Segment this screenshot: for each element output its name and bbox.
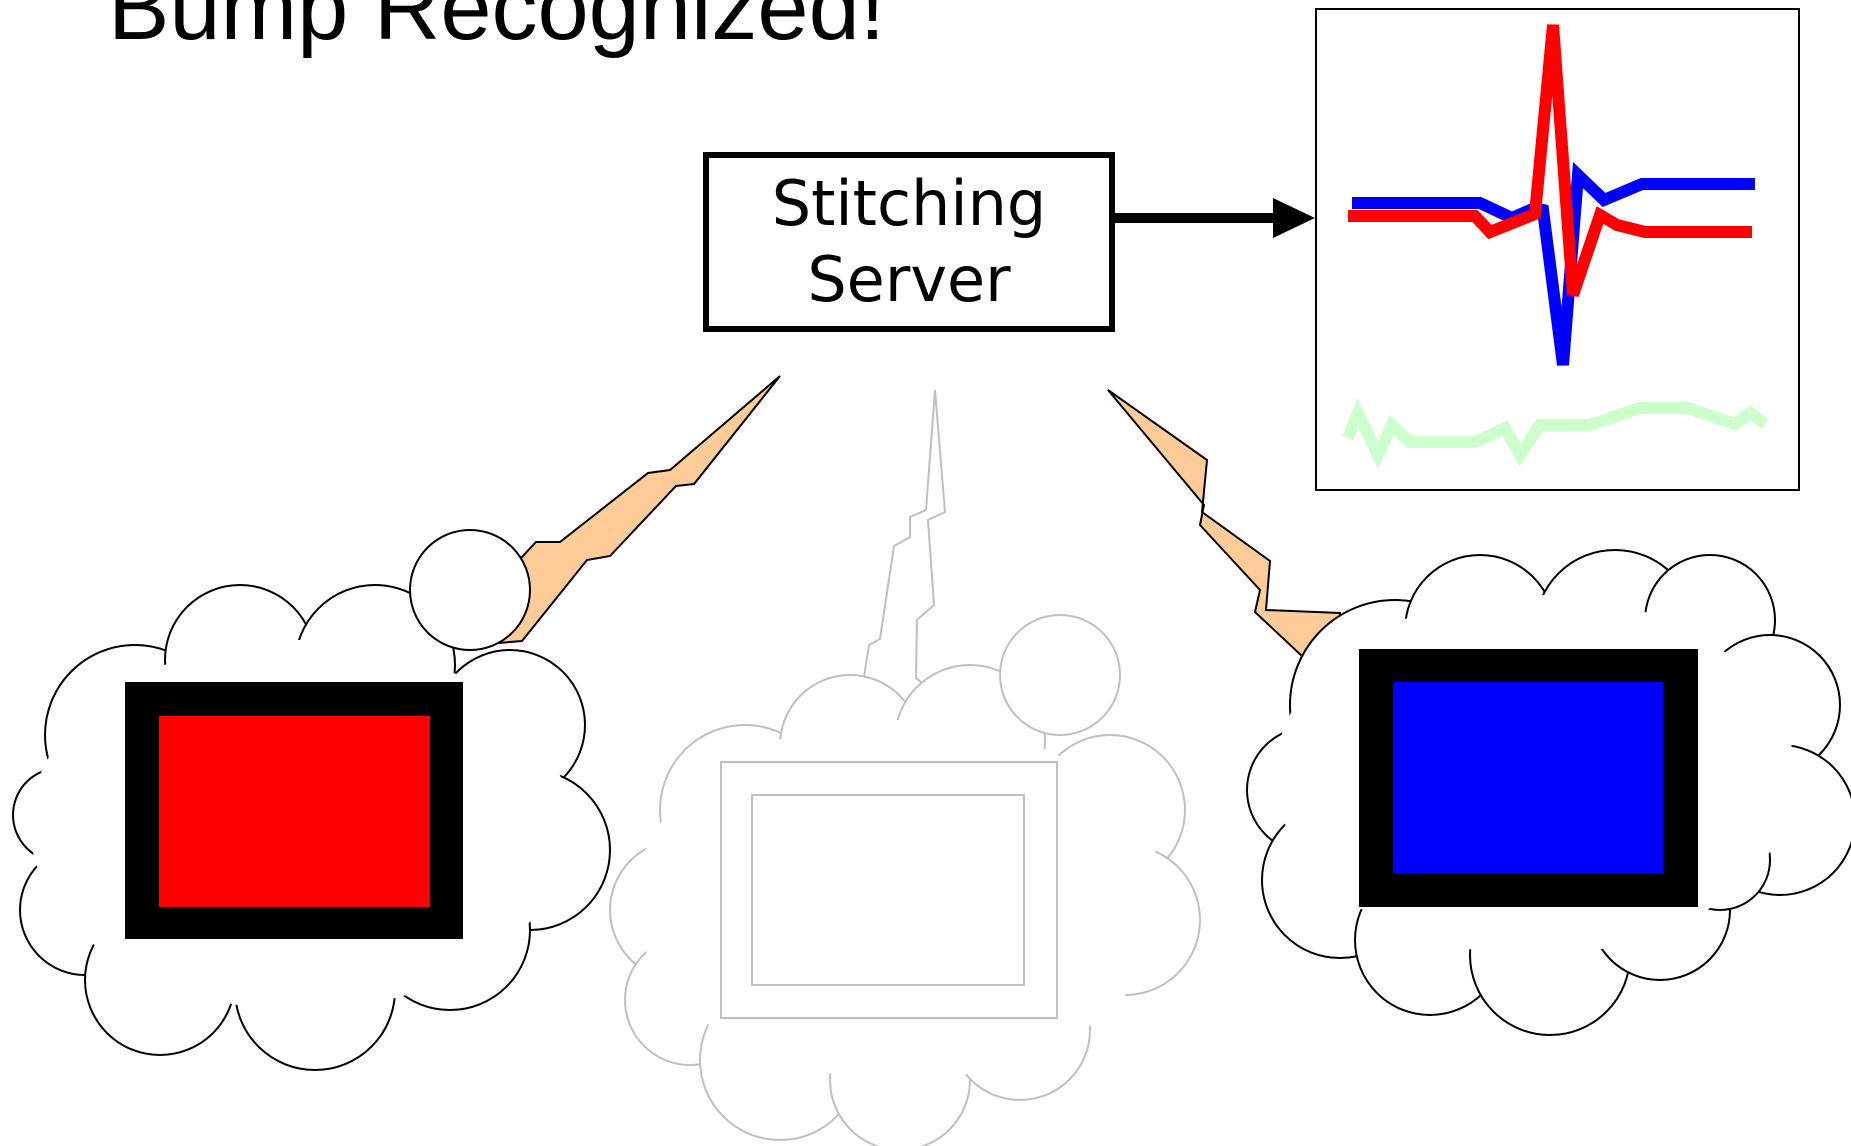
blue-phone-screen [1393, 682, 1663, 873]
stitching-server-box: Stitching Server [703, 152, 1115, 332]
server-label-line2: Server [807, 243, 1011, 316]
lightning-middle [852, 389, 947, 742]
left-device-cloud [12, 529, 611, 1071]
green-signal-line [1342, 398, 1769, 470]
faded-phone-screen [751, 794, 1025, 986]
middle-device-cloud [609, 614, 1201, 1146]
right-device-cloud [1246, 549, 1851, 1036]
slide-title: Bump Recognized! [108, 0, 886, 59]
sensor-chart [1315, 8, 1800, 491]
lightning-right [1107, 389, 1342, 696]
blue-signal-line [1352, 161, 1755, 366]
server-label-line1: Stitching [771, 167, 1047, 241]
server-to-chart-arrow [1115, 198, 1315, 238]
red-signal-line [1348, 24, 1752, 297]
red-phone-screen [159, 716, 430, 907]
